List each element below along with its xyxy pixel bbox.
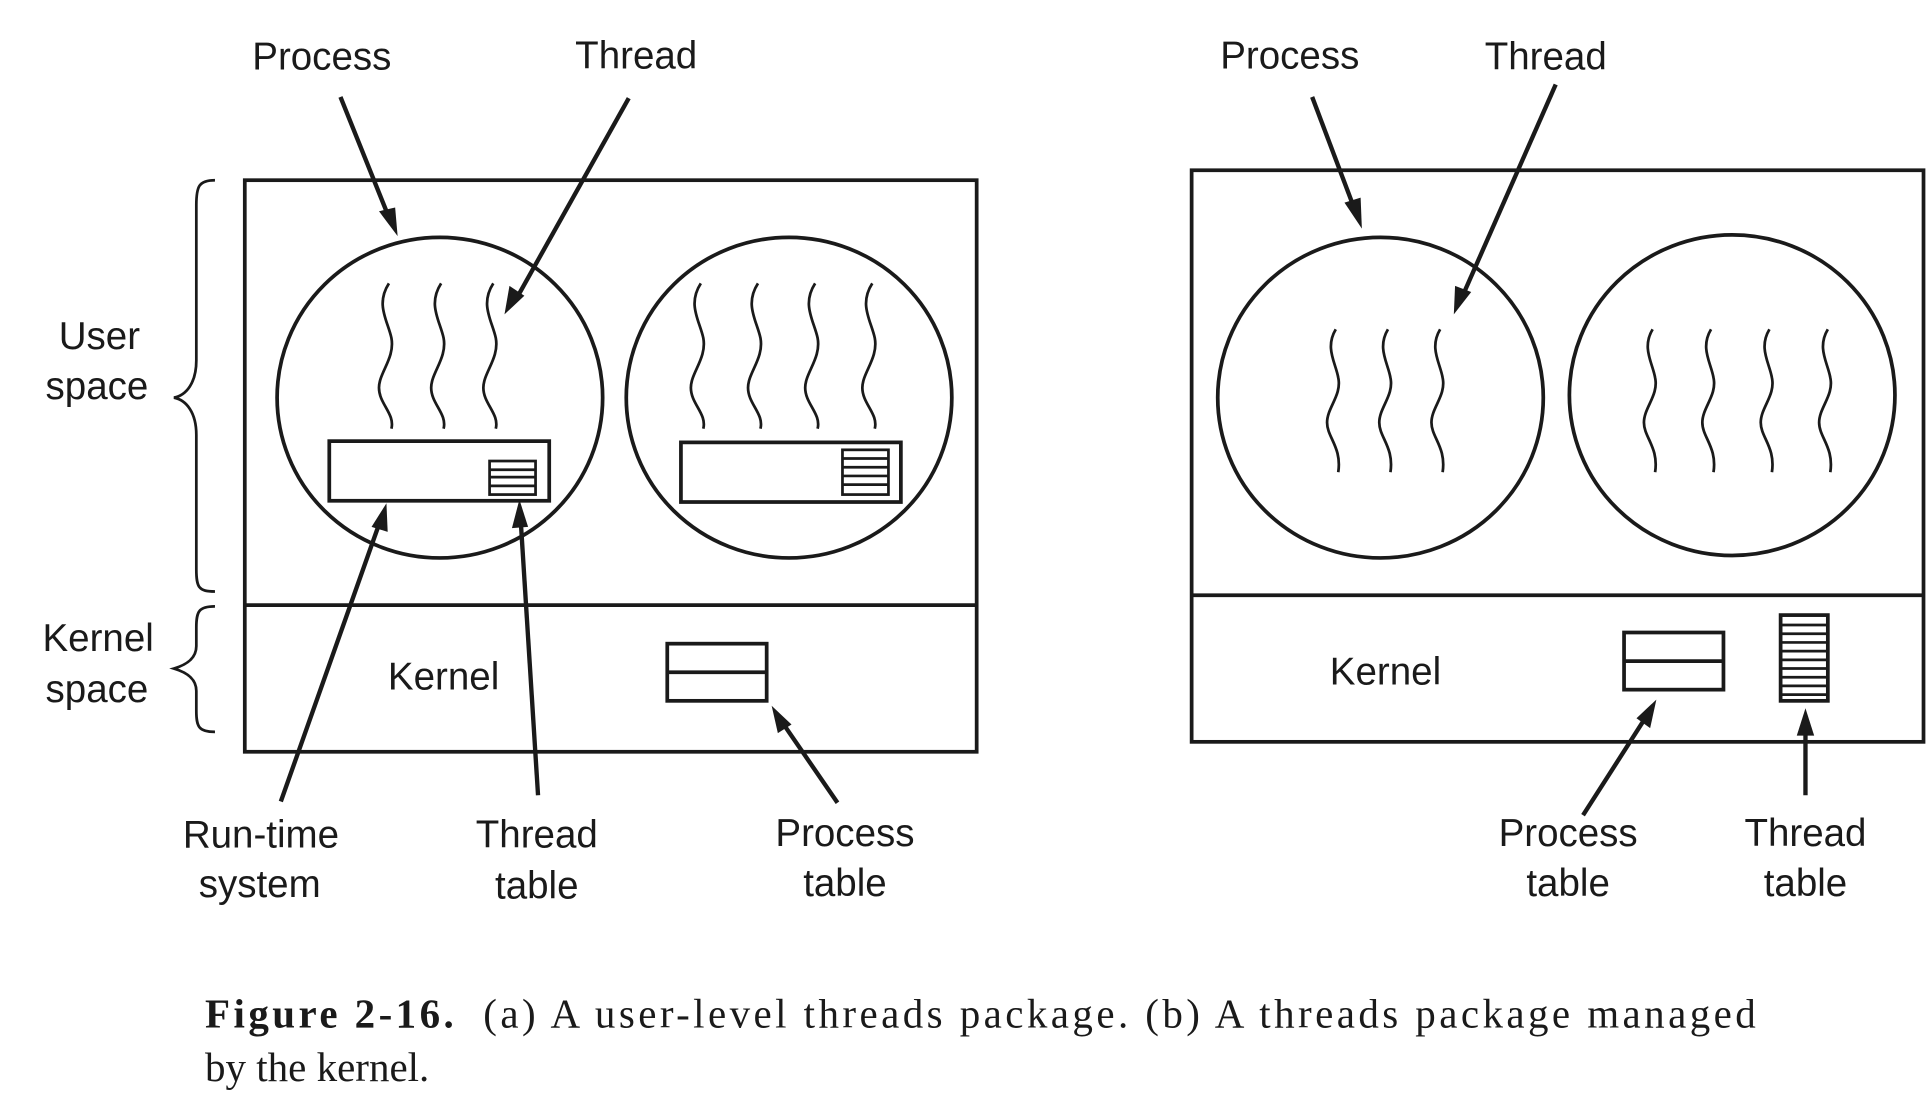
- thread-wave: [689, 282, 706, 430]
- process-circle-b2: [1567, 233, 1897, 558]
- thread-wave: [803, 282, 820, 430]
- thread-table-a2: [841, 448, 890, 496]
- caption-line-1: (a) A user-level threads package. (b) A …: [483, 991, 1756, 1037]
- thread-table-arrow-a: [511, 499, 541, 796]
- system-box-b: [1189, 168, 1926, 744]
- thread-wave: [1325, 328, 1341, 473]
- thread-wave: [377, 282, 394, 430]
- thread-wave: [746, 282, 763, 430]
- process-table-a: [665, 641, 769, 703]
- kernel-label-a: Kernel: [388, 656, 499, 699]
- threads-b2: [1642, 328, 1833, 473]
- thread-table-a1: [488, 459, 537, 496]
- caption-line-2: by the kernel.: [205, 1044, 429, 1090]
- process-table-label-a-1: Process: [775, 812, 914, 855]
- user-space-label-1: User: [59, 315, 140, 358]
- thread-table-label-a-2: table: [495, 864, 579, 907]
- process-circle-b1: [1215, 235, 1546, 560]
- process-table-arrow-b: [1581, 699, 1657, 817]
- figure-b: Kernel Process Thread: [1189, 34, 1926, 905]
- thread-wave: [481, 282, 498, 430]
- thread-table-arrow-b: [1796, 708, 1815, 796]
- runtime-system-box-a2: [679, 440, 903, 504]
- thread-wave: [1817, 328, 1833, 473]
- process-circle-a1: [275, 235, 605, 560]
- process-arrow-a: [338, 96, 398, 237]
- thread-table-label-b-2: table: [1764, 862, 1848, 905]
- process-table-b: [1622, 630, 1726, 692]
- thread-wave: [1377, 328, 1393, 473]
- user-space-label-2: space: [46, 365, 149, 408]
- process-arrow-b: [1310, 96, 1362, 229]
- thread-wave: [1700, 328, 1716, 473]
- runtime-label-2: system: [199, 863, 321, 906]
- thread-wave: [1642, 328, 1658, 473]
- process-label-b: Process: [1220, 34, 1359, 77]
- kernel-label-b: Kernel: [1330, 651, 1441, 694]
- system-box-a: [242, 178, 979, 754]
- process-label-a: Process: [252, 36, 391, 79]
- process-circle-a2: [624, 235, 954, 560]
- runtime-label-1: Run-time: [183, 813, 339, 856]
- thread-label-b: Thread: [1485, 36, 1607, 79]
- thread-table-label-a-1: Thread: [476, 813, 598, 856]
- thread-table-b: [1778, 613, 1830, 703]
- thread-wave: [860, 282, 877, 430]
- caption-number: Figure 2-16.: [205, 991, 454, 1037]
- kernel-space-label-2: space: [46, 668, 149, 711]
- kernel-space-label-1: Kernel: [42, 617, 153, 660]
- thread-wave: [1759, 328, 1774, 473]
- figure-caption: Figure 2-16. (a) A user-level threads pa…: [205, 991, 1756, 1090]
- thread-wave: [429, 282, 446, 430]
- runtime-arrow-a: [278, 503, 388, 803]
- threads-a2: [689, 282, 877, 430]
- threads-a1: [377, 282, 498, 430]
- figure-a: User space Kernel space: [42, 34, 979, 907]
- thread-label-a: Thread: [575, 34, 697, 77]
- kernel-space-brace: [169, 605, 215, 734]
- thread-arrow-a: [504, 97, 631, 315]
- thread-wave: [1430, 328, 1445, 473]
- process-table-label-a-2: table: [803, 862, 887, 905]
- runtime-system-box-a1: [327, 439, 552, 503]
- svg-text:Figure 2-16. (a) A user-: Figure 2-16. (a) A user-level threads pa…: [205, 991, 1756, 1037]
- threads-b1: [1325, 328, 1445, 473]
- thread-arrow-b: [1453, 83, 1558, 315]
- process-table-arrow-a: [771, 705, 840, 804]
- process-table-label-b-2: table: [1526, 862, 1610, 905]
- thread-table-label-b-1: Thread: [1744, 812, 1866, 855]
- process-table-label-b-1: Process: [1499, 812, 1638, 855]
- user-space-brace: [173, 178, 215, 593]
